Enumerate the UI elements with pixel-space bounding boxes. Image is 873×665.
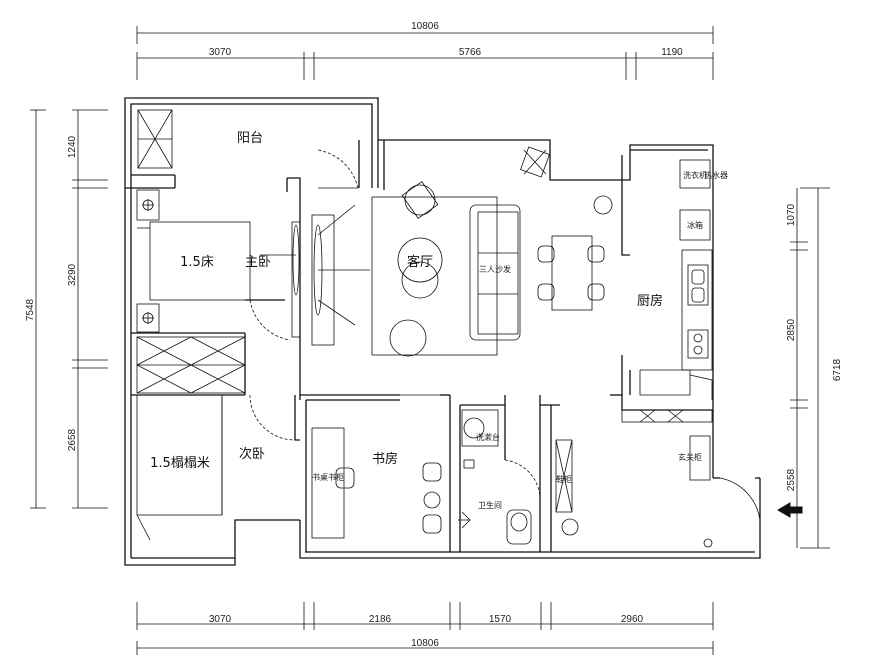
label-entry-cabinet: 鞋柜 <box>556 474 572 484</box>
entry-cabinet <box>555 439 573 513</box>
side-table <box>389 319 427 357</box>
tatami <box>136 394 223 516</box>
basin <box>461 409 499 447</box>
dim-top-seg-1: 3070 <box>209 47 232 58</box>
dim-bottom-seg-2: 2186 <box>369 614 392 625</box>
toilet <box>506 509 532 545</box>
label-toilet: 卫生间 <box>478 500 502 510</box>
living-room: 客厅 三人沙发 <box>311 146 613 357</box>
label-sofa: 三人沙发 <box>479 264 511 274</box>
label-basin: 洗漱台 <box>476 432 500 442</box>
dimension-bottom: 3070 2186 1570 2960 10806 <box>136 602 714 655</box>
stove <box>687 329 709 359</box>
dim-left-seg-2: 3290 <box>67 263 78 286</box>
dim-bottom-total: 10806 <box>411 638 439 649</box>
shoe-cabinet <box>689 435 711 481</box>
dim-top-total: 10806 <box>411 21 439 32</box>
label-master-bedroom: 主卧 <box>245 255 271 270</box>
bathroom: 洗漱台 卫生间 <box>458 409 541 545</box>
walls <box>124 97 761 566</box>
label-fridge: 冰箱 <box>687 220 703 230</box>
coffee-table <box>397 237 443 283</box>
dim-right-seg-2: 2850 <box>786 318 797 341</box>
label-balcony: 阳台 <box>237 131 263 146</box>
sofa <box>469 204 521 341</box>
cabinet <box>621 409 713 423</box>
dim-left-total: 7548 <box>25 298 36 321</box>
label-kitchen: 厨房 <box>637 293 663 309</box>
dim-right-total: 6718 <box>832 358 843 381</box>
label-tatami: 1.5榻榻米 <box>150 456 210 471</box>
label-washer: 洗衣机 <box>683 170 707 180</box>
armchair <box>404 184 436 216</box>
dim-top-seg-2: 5766 <box>459 47 482 58</box>
dim-right-seg-3: 2558 <box>786 468 797 491</box>
fridge <box>679 209 711 241</box>
master-bedroom: 1.5床 主卧 <box>136 189 301 341</box>
label-bed: 1.5床 <box>180 255 214 270</box>
sink <box>687 264 709 306</box>
dim-top-seg-3: 1190 <box>661 47 683 58</box>
dim-bottom-seg-3: 1570 <box>489 614 512 625</box>
dimension-right: 6718 1070 2850 2558 <box>786 187 843 549</box>
washer <box>679 159 711 189</box>
dining-table <box>551 235 593 311</box>
second-bedroom: 1.5榻榻米 次卧 <box>136 336 296 541</box>
bed-master <box>149 221 251 301</box>
dim-bottom-seg-1: 3070 <box>209 614 232 625</box>
label-shoe-cabinet: 玄关柜 <box>678 452 702 462</box>
counter <box>681 249 713 371</box>
label-water-heater: 热水器 <box>704 170 728 180</box>
dim-right-seg-1: 1070 <box>786 203 797 226</box>
dim-bottom-seg-4: 2960 <box>621 614 644 625</box>
study-chair <box>335 467 355 489</box>
entry: 鞋柜 玄关柜 <box>555 435 803 548</box>
dimension-top: 10806 3070 5766 1190 <box>136 21 714 80</box>
dim-left-seg-3: 2658 <box>67 428 78 451</box>
kitchen: 洗衣机 热水器 冰箱 厨房 <box>621 159 728 423</box>
label-living-room: 客厅 <box>407 254 433 270</box>
label-second-bedroom: 次卧 <box>239 446 265 462</box>
entry-arrow-icon <box>777 502 803 518</box>
label-study: 书房 <box>372 451 398 467</box>
desk <box>311 427 345 539</box>
balcony-area: 阳台 <box>137 109 359 189</box>
dimension-left: 7548 1240 3290 2658 <box>25 109 108 509</box>
dim-left-seg-1: 1240 <box>67 135 78 158</box>
study: 书桌书柜 书房 <box>311 394 442 539</box>
label-desk: 书桌书柜 <box>312 472 344 482</box>
